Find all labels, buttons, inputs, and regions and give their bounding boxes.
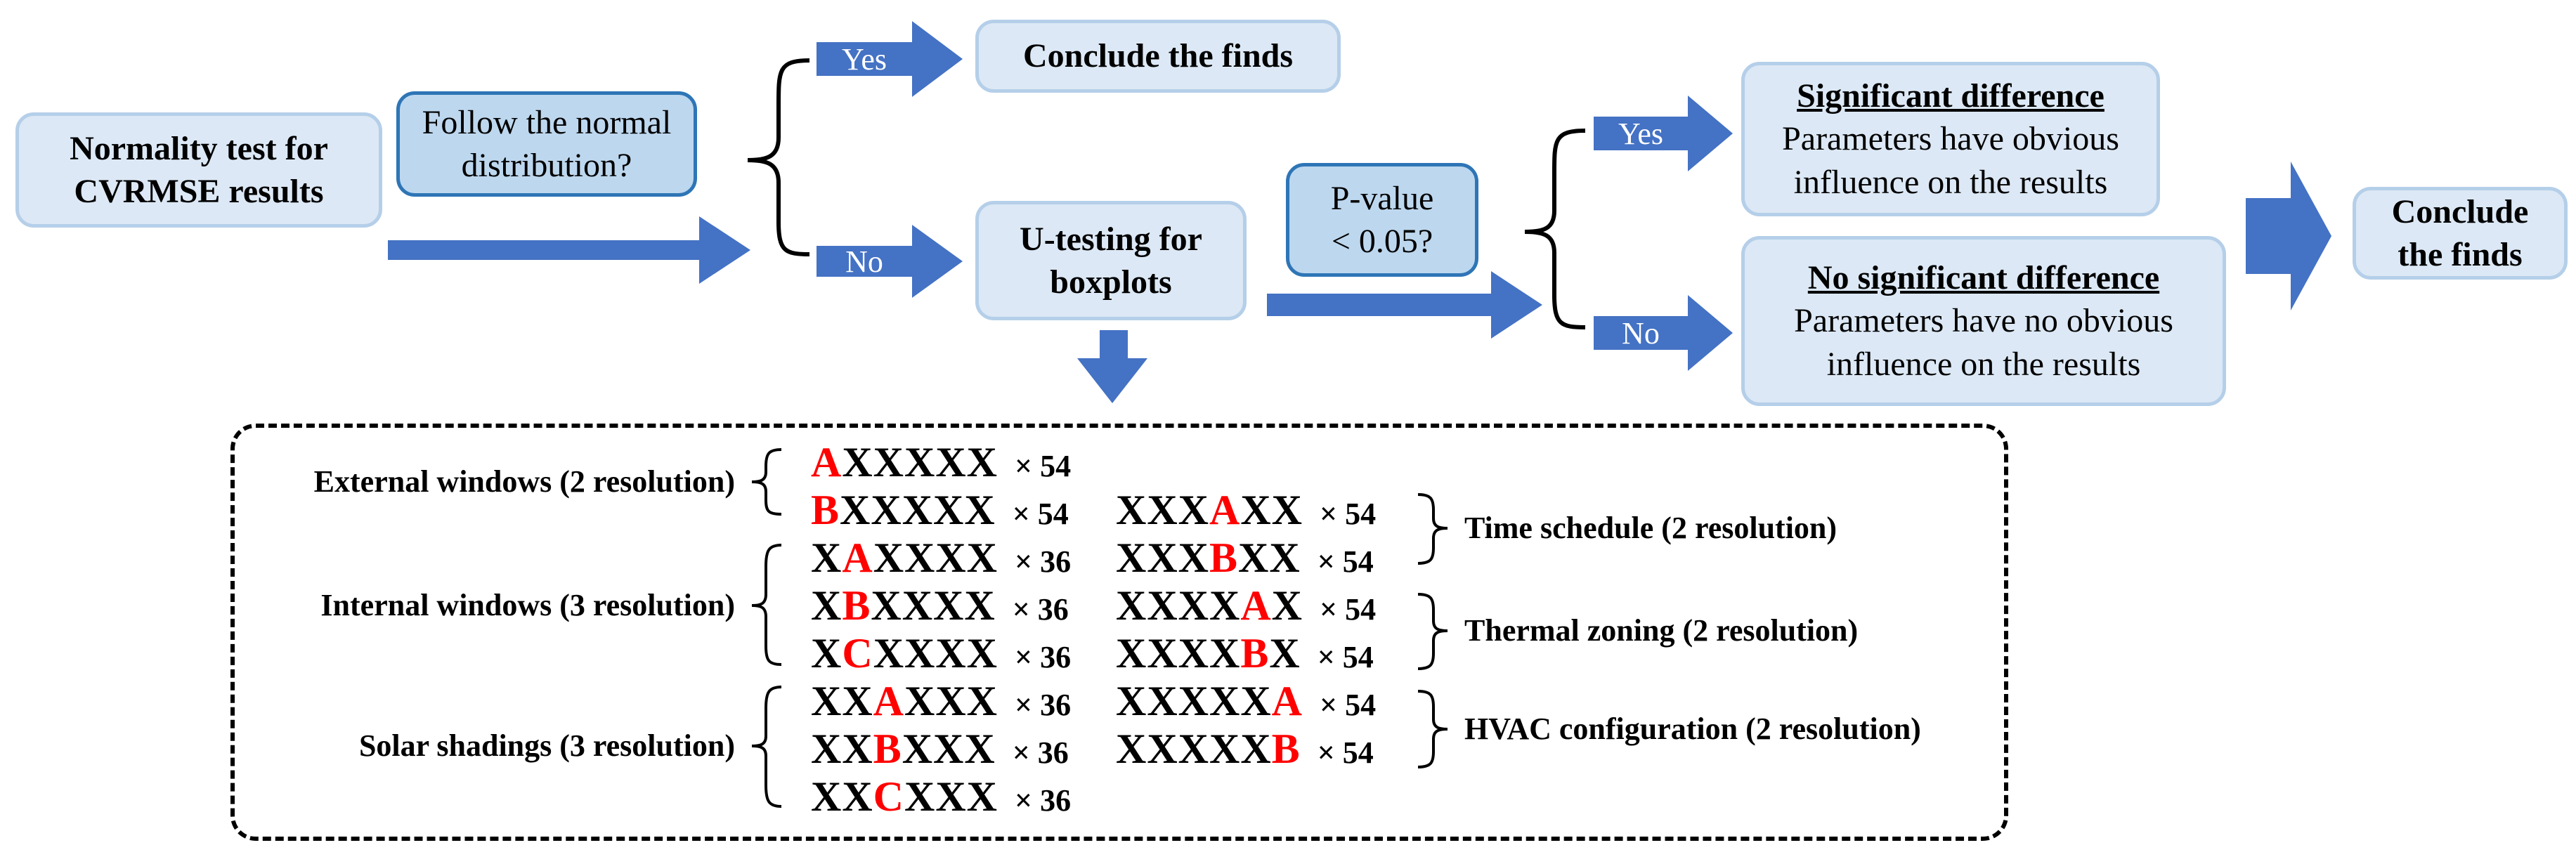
code-row: BXXXXX× 54 xyxy=(811,487,1069,533)
decision-p-value: P-value < 0.05? xyxy=(1286,163,1478,277)
category-thermal-zoning: Thermal zoning (2 resolution) xyxy=(1464,613,1859,648)
category-internal-windows: Internal windows (3 resolution) xyxy=(320,588,735,622)
code-row: AXXXXX× 54 xyxy=(811,439,1072,485)
code-row: XBXXXX× 36 xyxy=(811,582,1069,629)
parameter-combinations-box xyxy=(230,424,2008,841)
arrow-label-no-2: No xyxy=(1622,315,1660,351)
code-row: XCXXXX× 36 xyxy=(811,630,1072,676)
arrow-yes-2 xyxy=(1594,96,1733,171)
code-row: XXAXXX× 36 xyxy=(811,678,1072,724)
code-row: XXXXBX× 54 xyxy=(1116,630,1374,676)
arrow-label-yes-2: Yes xyxy=(1618,116,1664,151)
code-row: XXXBXX× 54 xyxy=(1116,535,1374,581)
brace-thermal-zoning xyxy=(1417,593,1448,670)
brace-internal-windows xyxy=(751,544,782,666)
code-row: XXCXXX× 36 xyxy=(811,773,1072,820)
no-significant-title: No significant difference xyxy=(1807,258,2160,296)
arrow-label-yes-1: Yes xyxy=(841,41,887,77)
decision-follow-normal: Follow the normal distribution? xyxy=(396,91,697,197)
brace-external-windows xyxy=(751,448,782,516)
arrow-down-shape xyxy=(1077,330,1147,403)
brace-time-schedule xyxy=(1417,493,1448,565)
code-row: XXXXXA× 54 xyxy=(1116,678,1377,724)
significant-body: Parameters have obvious influence on the… xyxy=(1782,120,2119,201)
category-external-windows: External windows (2 resolution) xyxy=(313,464,735,499)
arrow-label-no-1: No xyxy=(845,244,883,279)
arrow-no-2 xyxy=(1594,295,1733,371)
category-time-schedule: Time schedule (2 resolution) xyxy=(1464,511,1837,545)
brace-solar-shadings xyxy=(751,686,782,808)
category-solar-shadings: Solar shadings (3 resolution) xyxy=(358,728,735,763)
node-conclude-finds-1: Conclude the finds xyxy=(975,20,1341,93)
node-no-significant-difference: No significant difference Parameters hav… xyxy=(1741,236,2226,406)
arrow-final xyxy=(2246,162,2331,310)
node-u-testing: U-testing for boxplots xyxy=(975,201,1247,320)
node-significant-difference: Significant difference Parameters have o… xyxy=(1741,62,2160,216)
arrow-yes-1 xyxy=(817,21,963,97)
arrow-main-2 xyxy=(1267,271,1542,339)
no-significant-body: Parameters have no obvious influence on … xyxy=(1794,302,2173,383)
node-normality-test: Normality test for CVRMSE results xyxy=(15,112,382,228)
code-row: XXXXXB× 54 xyxy=(1116,726,1374,772)
code-row: XXBXXX× 36 xyxy=(811,726,1069,772)
code-row: XXXXAX× 54 xyxy=(1116,582,1377,629)
brace-1 xyxy=(747,58,810,256)
category-hvac-configuration: HVAC configuration (2 resolution) xyxy=(1464,712,1921,746)
code-row: XXXAXX× 54 xyxy=(1116,487,1377,533)
arrow-main-1 xyxy=(388,216,750,284)
arrow-no-1 xyxy=(817,225,963,298)
brace-2 xyxy=(1524,129,1586,329)
code-row: XAXXXX× 36 xyxy=(811,535,1072,581)
brace-hvac-configuration xyxy=(1417,690,1448,768)
node-conclude-finds-2: Conclude the finds xyxy=(2353,187,2568,280)
significant-title: Significant difference xyxy=(1797,77,2105,114)
